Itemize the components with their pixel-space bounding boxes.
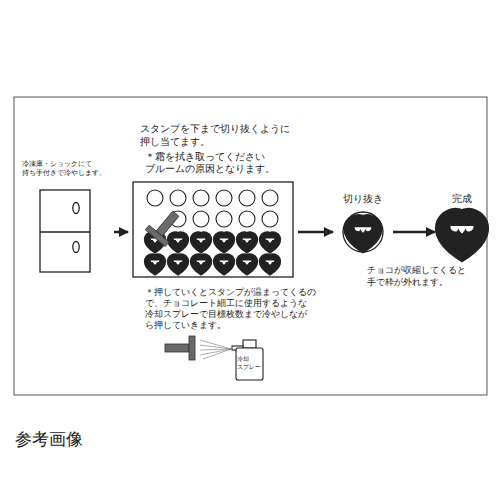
circle-cutout [193, 190, 209, 206]
circle-cutout [262, 211, 278, 227]
circle-cutout [239, 211, 255, 227]
circle-cutout [216, 190, 232, 206]
heart-chocolate [352, 223, 374, 244]
heart-cutout [148, 258, 162, 271]
stamp-tool [145, 205, 185, 246]
freezer-body [40, 190, 90, 272]
step-caption: 切り抜き [343, 192, 384, 205]
mist-line [200, 349, 231, 355]
circle-cutout [147, 190, 163, 206]
cutout-step: 切り抜き [338, 190, 388, 254]
circle-cutout [193, 211, 209, 227]
step-caption: スタンプを下まで切り抜くように 押し当てます。 [140, 122, 291, 148]
heart-cutout [171, 258, 185, 271]
heart-cutout [171, 236, 185, 249]
flow-arrow [114, 231, 128, 234]
chocolate-sheet [133, 182, 293, 277]
freezer-divider [40, 231, 90, 232]
flow-arrow [298, 231, 333, 234]
circle-cutout [216, 211, 232, 227]
heart-cutout [263, 236, 277, 249]
heart-cutout [263, 258, 277, 271]
note-text: ＊霜を拭き取ってください ブルームの原因となります。 [145, 151, 276, 176]
stamp-head [189, 336, 195, 360]
circle-cutout [239, 190, 255, 206]
spray-can [232, 340, 263, 380]
note-text: チョコが収縮してくると 手で枠が外れます。 [367, 265, 467, 288]
mist-line [200, 340, 231, 349]
heart-cutout [217, 258, 231, 271]
stamp-head [145, 225, 169, 246]
spray-cap [243, 340, 256, 348]
heart-cutout [240, 236, 254, 249]
circle-cutout [262, 190, 278, 206]
outer-frame [14, 97, 487, 395]
freezer-icon [40, 190, 90, 272]
finished-heart [447, 220, 478, 249]
spray-can-label: 冷却 スプレー [237, 353, 264, 377]
stamp-tool [165, 336, 195, 360]
stamp-handle [156, 211, 179, 236]
circle-cutout [170, 190, 186, 206]
mist-line [203, 349, 231, 359]
step-caption: 完成 [452, 192, 473, 205]
heart-cutout [240, 258, 254, 271]
cutter-ring [343, 212, 383, 252]
spray-mist [200, 340, 231, 359]
heart-cutout [194, 236, 208, 249]
freezer-handle [73, 203, 79, 214]
stamping-step: スタンプを下まで切り抜くように 押し当てます。 ＊霜を拭き取ってください ブルーム… [133, 118, 293, 278]
freezer-handle [73, 242, 79, 253]
heart-cutout [217, 236, 231, 249]
flow-arrow [393, 231, 435, 234]
finished-step: 完成 [440, 190, 484, 252]
mist-line [200, 345, 231, 349]
sheet-cutouts [147, 190, 278, 270]
step-caption: 冷凍庫・ショックにて 持ち手付きで冷やします。 [22, 160, 107, 178]
spray-body [236, 348, 263, 380]
can-label: 冷却 スプレー [237, 355, 262, 371]
stamp-handle [165, 344, 189, 352]
note-text: ＊押していくとスタンプが温まってくるの で、チョコレート細工に使用するような 冷… [145, 287, 317, 331]
caption-label: 参考画像 [15, 428, 84, 450]
heart-cutout [194, 258, 208, 271]
freezer-step: 冷凍庫・ショックにて 持ち手付きで冷やします。 [20, 158, 109, 274]
